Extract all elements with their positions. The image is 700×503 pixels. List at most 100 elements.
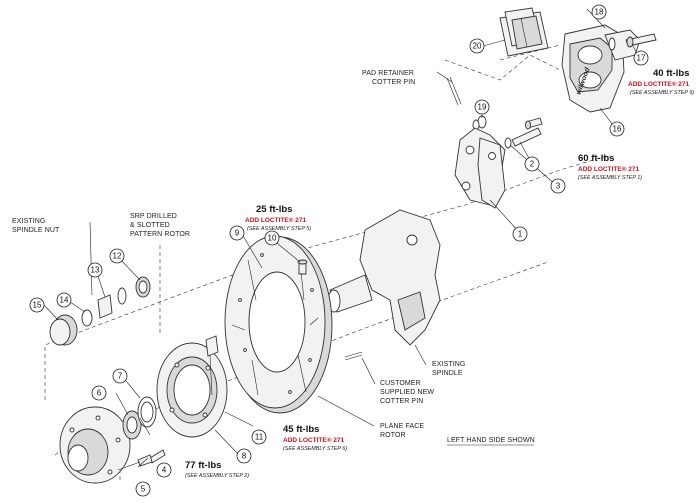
callout-15: 15: [29, 297, 45, 313]
callout-17: 17: [633, 50, 649, 66]
svg-text:SUPPLIED NEW: SUPPLIED NEW: [380, 389, 434, 396]
svg-text:5: 5: [141, 485, 146, 494]
svg-text:11: 11: [255, 433, 264, 442]
svg-text:CUSTOMER: CUSTOMER: [380, 380, 421, 387]
svg-text:LEFT HAND SIDE SHOWN: LEFT HAND SIDE SHOWN: [447, 437, 535, 444]
svg-text:40 ft-lbs: 40 ft-lbs: [653, 68, 689, 79]
label-pad-retainer: PAD RETAINER COTTER PIN: [362, 70, 415, 86]
bracket-bolts: [504, 117, 543, 149]
callout-1: 1: [512, 226, 528, 242]
svg-text:14: 14: [60, 296, 69, 305]
svg-text:ADD LOCTITE® 271: ADD LOCTITE® 271: [283, 436, 345, 444]
svg-text:(SEE ASSEMBLY STEP 6): (SEE ASSEMBLY STEP 6): [283, 446, 347, 452]
svg-text:25 ft-lbs: 25 ft-lbs: [256, 204, 292, 215]
svg-text:2: 2: [530, 160, 535, 169]
outer-bearing: [135, 276, 151, 298]
svg-text:8: 8: [242, 452, 247, 461]
svg-text:ADD LOCTITE® 271: ADD LOCTITE® 271: [628, 80, 690, 88]
callout-2: 2: [524, 156, 540, 172]
callout-13: 13: [87, 262, 103, 278]
rotor-hat: [156, 342, 228, 438]
callout-8: 8: [236, 448, 252, 464]
dust-cap: [49, 314, 78, 346]
callout-19: 19: [474, 99, 490, 115]
rotor-bolt: [297, 259, 308, 275]
torque-25: 25 ft-lbs ADD LOCTITE® 271 (SEE ASSEMBLY…: [245, 204, 311, 232]
svg-text:EXISTING: EXISTING: [432, 361, 465, 368]
caliper-bracket: [454, 127, 506, 209]
svg-text:20: 20: [473, 42, 482, 51]
torque-45: 45 ft-lbs ADD LOCTITE® 271 (SEE ASSEMBLY…: [283, 424, 347, 452]
svg-text:(SEE ASSEMBLY STEP 5): (SEE ASSEMBLY STEP 5): [247, 226, 311, 232]
svg-text:15: 15: [33, 301, 42, 310]
callout-6: 6: [91, 385, 107, 401]
callout-10: 10: [264, 230, 280, 246]
existing-spindle: [327, 209, 441, 346]
svg-text:13: 13: [91, 266, 100, 275]
callout-3: 3: [550, 178, 566, 194]
svg-text:PATTERN ROTOR: PATTERN ROTOR: [130, 231, 190, 238]
svg-text:77 ft-lbs: 77 ft-lbs: [185, 460, 221, 471]
svg-text:SPINDLE NUT: SPINDLE NUT: [12, 227, 60, 234]
svg-text:12: 12: [113, 252, 122, 261]
callout-7: 7: [112, 368, 128, 384]
svg-text:10: 10: [268, 234, 277, 243]
svg-text:4: 4: [162, 466, 167, 475]
callout-20: 20: [469, 38, 485, 54]
grease-seal: [137, 396, 157, 428]
inner-bearing: [122, 410, 142, 440]
torque-60: 60 ft-lbs ADD LOCTITE® 271 (SEE ASSEMBLY…: [578, 153, 642, 181]
label-plane-face-rotor: PLANE FACE ROTOR: [380, 423, 424, 439]
caliper-washer: [608, 37, 616, 51]
caliper-bolt: [625, 33, 657, 48]
label-srp-rotor: SRP DRILLED & SLOTTED PATTERN ROTOR: [130, 213, 190, 238]
svg-text:COTTER PIN: COTTER PIN: [372, 79, 415, 86]
spindle-nut: [97, 294, 113, 319]
torque-40: 40 ft-lbs ADD LOCTITE® 271 (SEE ASSEMBLY…: [628, 68, 694, 96]
callout-14: 14: [56, 292, 72, 308]
svg-text:18: 18: [595, 8, 604, 17]
callout-16: 16: [609, 121, 625, 137]
spindle-washer: [117, 287, 127, 305]
svg-text:ROTOR: ROTOR: [380, 432, 406, 439]
svg-text:COTTER PIN: COTTER PIN: [380, 398, 423, 405]
svg-text:ADD LOCTITE® 271: ADD LOCTITE® 271: [245, 216, 307, 224]
svg-text:16: 16: [613, 125, 622, 134]
svg-text:1: 1: [518, 230, 523, 239]
svg-text:3: 3: [556, 182, 561, 191]
svg-text:PLANE FACE: PLANE FACE: [380, 423, 424, 430]
callout-11: 11: [251, 429, 267, 445]
callout-18: 18: [591, 4, 607, 20]
svg-text:(SEE ASSEMBLY STEP 9): (SEE ASSEMBLY STEP 9): [630, 90, 694, 96]
svg-text:60 ft-lbs: 60 ft-lbs: [578, 153, 614, 164]
svg-text:45 ft-lbs: 45 ft-lbs: [283, 424, 319, 435]
spindle-cotter-pin: [344, 351, 363, 361]
hat-bolt: [205, 335, 219, 357]
svg-text:17: 17: [637, 54, 646, 63]
pad-retainer-cotter-pin: [446, 76, 462, 106]
label-existing-spindle-nut: EXISTING SPINDLE NUT: [12, 218, 60, 234]
label-left-hand-side: LEFT HAND SIDE SHOWN: [447, 437, 535, 446]
svg-text:(SEE ASSEMBLY STEP 1): (SEE ASSEMBLY STEP 1): [578, 175, 642, 181]
svg-text:PAD RETAINER: PAD RETAINER: [362, 70, 414, 77]
hub: [59, 406, 131, 484]
torque-77: 77 ft-lbs (SEE ASSEMBLY STEP 2): [185, 460, 249, 479]
svg-text:SRP DRILLED: SRP DRILLED: [130, 213, 177, 220]
leader-lines: [43, 8, 641, 471]
svg-text:9: 9: [235, 229, 240, 238]
svg-text:ADD LOCTITE® 271: ADD LOCTITE® 271: [578, 165, 640, 173]
svg-text:19: 19: [478, 103, 487, 112]
callout-12: 12: [109, 248, 125, 264]
svg-text:7: 7: [118, 372, 123, 381]
callout-5: 5: [135, 481, 151, 497]
label-customer-cotter-pin: CUSTOMER SUPPLIED NEW COTTER PIN: [380, 380, 434, 405]
svg-text:& SLOTTED: & SLOTTED: [130, 222, 170, 229]
nut-retainer: [81, 309, 93, 327]
svg-text:6: 6: [97, 389, 102, 398]
svg-text:(SEE ASSEMBLY STEP 2): (SEE ASSEMBLY STEP 2): [185, 473, 249, 479]
label-existing-spindle: EXISTING SPINDLE: [432, 361, 465, 377]
caliper: wilwood: [561, 24, 641, 113]
svg-text:EXISTING: EXISTING: [12, 218, 45, 225]
callout-4: 4: [156, 462, 172, 478]
